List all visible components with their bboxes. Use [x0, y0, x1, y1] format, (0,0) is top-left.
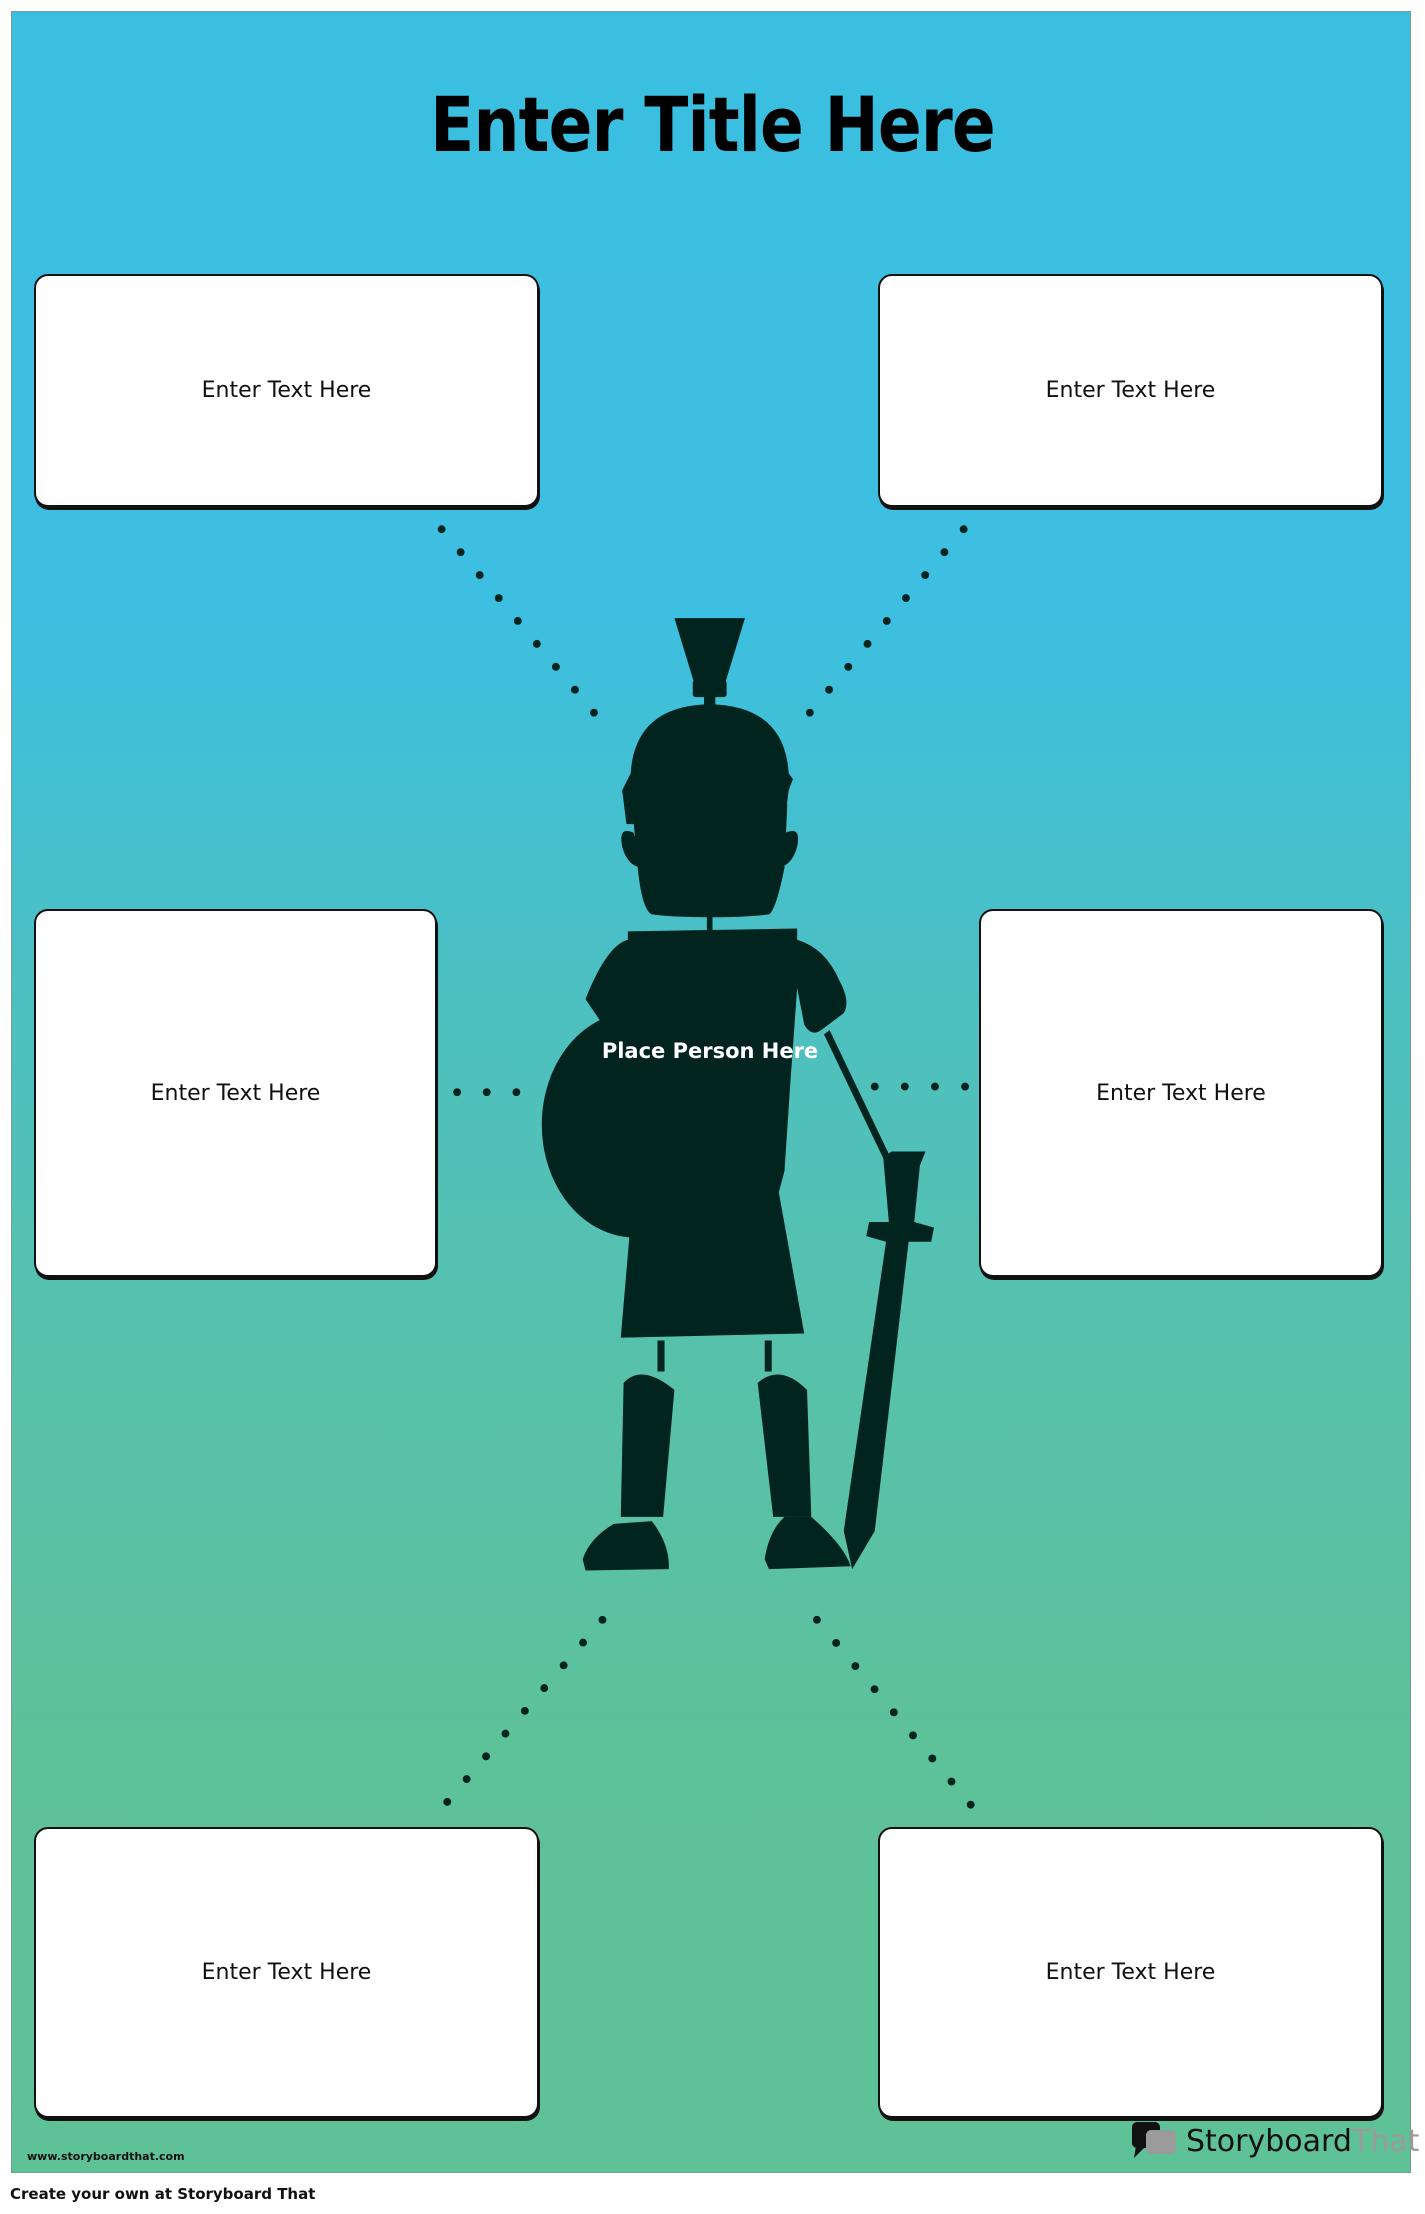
text-box-label: Enter Text Here: [201, 1960, 372, 1985]
text-box-bottom-left[interactable]: Enter Text Here: [34, 1827, 539, 2118]
connector-dot: [870, 1685, 879, 1694]
connector-dot: [966, 1800, 975, 1809]
place-person-label: Place Person Here: [601, 1039, 819, 1063]
page-title[interactable]: Enter Title Here: [430, 80, 996, 169]
connector-dot: [863, 639, 872, 648]
connector-dot: [921, 571, 930, 580]
connector-dot: [832, 1639, 841, 1647]
connector-dot: [889, 1708, 898, 1717]
connector-dot: [882, 616, 891, 625]
text-box-label: Enter Text Here: [1096, 1080, 1266, 1106]
connector-dot: [540, 1684, 549, 1693]
connector-dot: [513, 616, 522, 625]
text-box-label: Enter Text Here: [1045, 1960, 1216, 1985]
connector-dot: [959, 525, 968, 534]
connector-dot: [443, 1797, 452, 1806]
soldier-silhouette-icon[interactable]: [541, 618, 935, 1571]
connector-dot: [947, 1777, 956, 1786]
text-box-label: Enter Text Here: [1045, 378, 1216, 403]
connector-dot: [812, 1615, 821, 1624]
watermark-site: www.storyboardthat.com: [27, 2150, 185, 2163]
connector-dot: [462, 1775, 471, 1784]
connector-dot: [453, 1088, 462, 1097]
connector-dot: [598, 1615, 607, 1624]
connector-dot: [456, 548, 465, 557]
text-box-middle-left[interactable]: Enter Text Here: [34, 909, 437, 1277]
connector-dot: [805, 708, 814, 717]
connector-dot: [909, 1731, 917, 1740]
connector-dot: [579, 1638, 588, 1647]
connector-dot: [482, 1088, 491, 1097]
connector-dot: [928, 1754, 937, 1763]
connector-dots: [437, 525, 975, 1809]
connector-dot: [940, 548, 949, 557]
connector-dot: [551, 662, 560, 671]
connector-dot: [520, 1706, 529, 1715]
connector-dot: [475, 571, 484, 580]
text-box-top-left[interactable]: Enter Text Here: [34, 274, 539, 507]
speech-bubble-icon: [1132, 2122, 1176, 2158]
connector-dot: [844, 662, 853, 671]
connector-dot: [512, 1088, 521, 1097]
connector-dot: [851, 1662, 860, 1671]
text-box-top-right[interactable]: Enter Text Here: [878, 274, 1383, 507]
brand-storyboard: Storyboard: [1186, 2123, 1352, 2159]
connector-dot: [559, 1661, 568, 1670]
connector-dot: [482, 1752, 491, 1761]
connector-dot: [532, 639, 541, 648]
connector-dot: [494, 594, 503, 602]
connector-dot: [437, 525, 446, 534]
connector-dot: [931, 1082, 939, 1091]
text-box-bottom-right[interactable]: Enter Text Here: [878, 1827, 1383, 2118]
storyboardthat-logo: StoryboardThat: [1132, 2122, 1419, 2160]
footer-link[interactable]: Create your own at Storyboard That: [10, 2185, 316, 2203]
connector-dot: [570, 685, 579, 694]
connector-dot: [825, 685, 834, 694]
brand-that: That: [1351, 2123, 1420, 2159]
text-box-middle-right[interactable]: Enter Text Here: [979, 909, 1383, 1277]
connector-dot: [902, 594, 910, 602]
text-box-label: Enter Text Here: [150, 1080, 321, 1106]
connector-dot: [590, 708, 598, 717]
text-box-label: Enter Text Here: [201, 378, 372, 403]
connector-dot: [900, 1082, 909, 1091]
connector-dot: [870, 1082, 879, 1091]
connector-dot: [501, 1729, 510, 1738]
connector-dot: [961, 1082, 969, 1091]
